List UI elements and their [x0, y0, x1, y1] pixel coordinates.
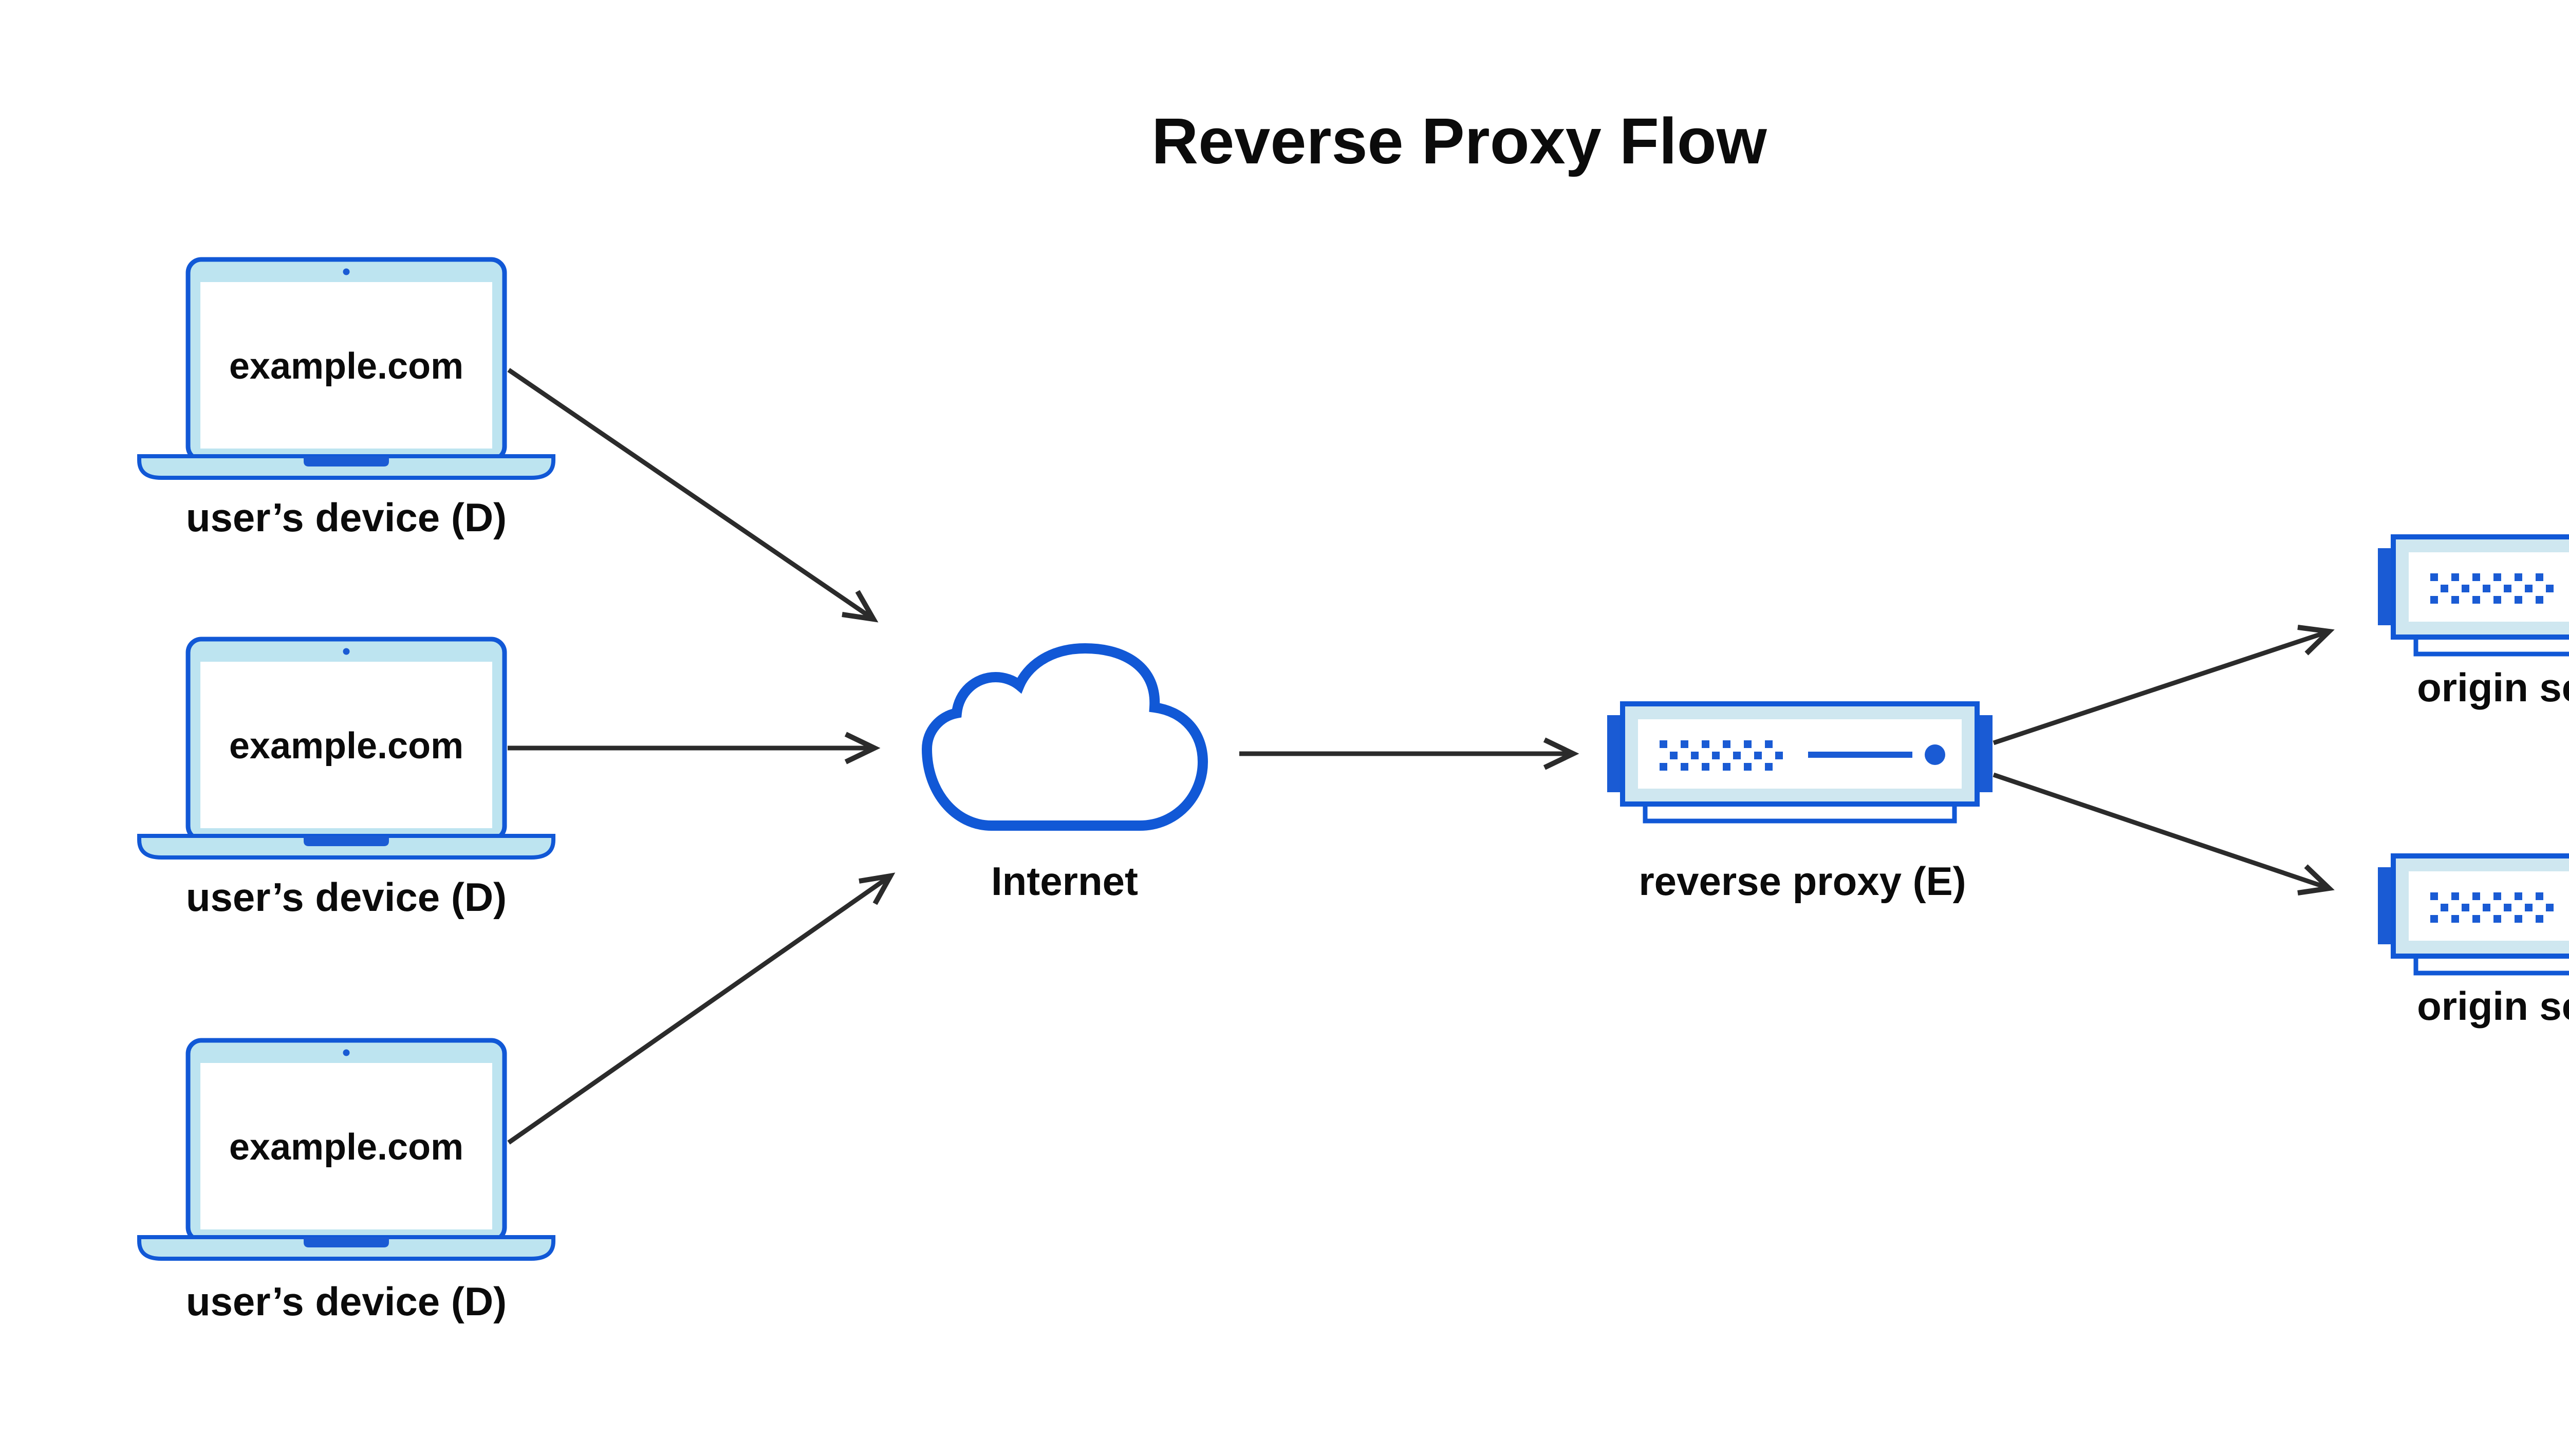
proxy-label: reverse proxy (E)	[1639, 858, 1966, 904]
arrow-proxy-to-origin1	[1993, 625, 2335, 745]
device2-screen-url: example.com	[229, 725, 463, 767]
arrow-device3-to-internet	[507, 872, 896, 1145]
internet-label: Internet	[991, 858, 1138, 904]
server-icon-origin-2	[2378, 856, 2569, 973]
device1-screen-url: example.com	[229, 346, 463, 387]
device3-label: user’s device (D)	[186, 1279, 507, 1324]
origin1-label: origin server (F)	[2417, 665, 2569, 710]
arrow-proxy-to-origin2	[1993, 772, 2335, 895]
arrow-device2-to-internet	[508, 732, 881, 764]
server-icon-origin-1	[2378, 537, 2569, 654]
arrow-device1-to-internet	[507, 368, 879, 623]
device1-label: user’s device (D)	[186, 495, 507, 540]
page-title: Reverse Proxy Flow	[1151, 105, 1767, 177]
cloud-icon	[921, 643, 1208, 831]
arrow-internet-to-proxy	[1239, 737, 1579, 770]
origin2-label: origin server (F)	[2417, 983, 2569, 1029]
server-icon-proxy	[1607, 704, 1993, 821]
device3-screen-url: example.com	[229, 1127, 463, 1168]
device2-label: user’s device (D)	[186, 874, 507, 920]
